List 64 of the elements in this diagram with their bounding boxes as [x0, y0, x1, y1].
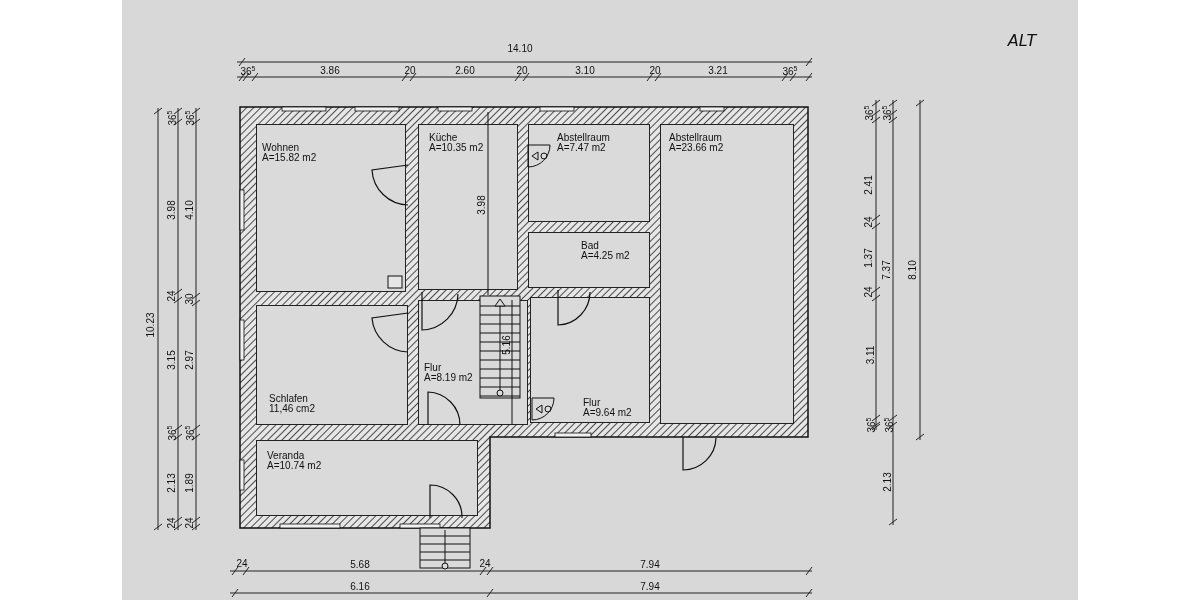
room	[418, 124, 518, 290]
dimension-label: 2.60	[455, 64, 475, 76]
room	[530, 297, 650, 423]
room-area: A=10.74 m2	[267, 461, 322, 471]
room	[256, 124, 406, 292]
dimension-label: 20	[404, 64, 416, 76]
dimension-label: 20	[649, 64, 661, 76]
dimension-label: 3.98	[165, 200, 177, 220]
dimension-label: 5.16	[500, 335, 512, 355]
room-area: A=7.47 m2	[557, 143, 606, 153]
room-name: Schlafen	[269, 394, 308, 404]
dimension-label: 20	[516, 64, 528, 76]
room-area: A=8.19 m2	[424, 373, 473, 383]
dimension-label: 3.98	[475, 195, 487, 215]
dimension-label: 6.16	[350, 580, 370, 592]
dimension-label: 14.10	[507, 42, 533, 54]
room-name: Küche	[429, 133, 458, 143]
room	[660, 124, 794, 424]
dimension-label: 3.86	[320, 64, 340, 76]
dimension-label: 2.97	[183, 350, 195, 370]
room-area: A=10.35 m2	[429, 143, 484, 153]
dimension-label: 24	[862, 216, 874, 228]
room-area: A=9.64 m2	[583, 408, 632, 418]
room	[256, 440, 478, 516]
dimension-label: 30	[183, 293, 195, 305]
dimension-label: 3.15	[165, 350, 177, 370]
dimension-label: 10.23	[144, 312, 156, 338]
dimension-label: 8.10	[906, 260, 918, 280]
room-name: Veranda	[267, 451, 305, 461]
room-name: Bad	[581, 241, 599, 251]
dimension-label: 36$^{5}$	[240, 63, 256, 78]
dimension-label: 2.41	[862, 175, 874, 195]
room-name: Flur	[424, 363, 442, 373]
room	[256, 305, 408, 425]
dimension-label: 4.10	[183, 200, 195, 220]
dimension-label: 24	[165, 517, 177, 529]
dimension-label: 1.89	[183, 473, 195, 493]
dimension-label: 2.13	[165, 473, 177, 493]
room-name: Abstellraum	[669, 133, 722, 143]
room-area: A=15.82 m2	[262, 153, 317, 163]
dimension-label: 3.21	[708, 64, 728, 76]
dimension-label: 3.10	[575, 64, 595, 76]
dimension-label: 24	[183, 517, 195, 529]
dimension-label: 24	[165, 290, 177, 302]
room-name: Abstellraum	[557, 133, 610, 143]
dimension-label: 7.37	[880, 260, 892, 280]
dimension-label: 7.94	[640, 558, 660, 570]
dimension-label: 24	[479, 557, 491, 569]
dimension-label: 24	[236, 557, 248, 569]
dimension-label: 3.11	[864, 345, 876, 365]
room-name: Wohnen	[262, 143, 300, 153]
room-name: Flur	[583, 398, 601, 408]
room-area: A=23.66 m2	[669, 143, 724, 153]
dimension-label: 36$^{5}$	[782, 63, 798, 78]
room-area: 11,46 cm2	[269, 404, 315, 414]
room-area: A=4.25 m2	[581, 251, 630, 261]
dimension-label: 7.94	[640, 580, 660, 592]
dimension-label: 2.13	[881, 472, 893, 492]
room	[528, 124, 650, 222]
room	[528, 232, 650, 288]
dimension-label: 24	[862, 286, 874, 298]
dimension-label: 5.68	[350, 558, 370, 570]
dimension-label: 1.37	[862, 248, 874, 268]
handwritten-note: ALT	[1007, 34, 1037, 46]
